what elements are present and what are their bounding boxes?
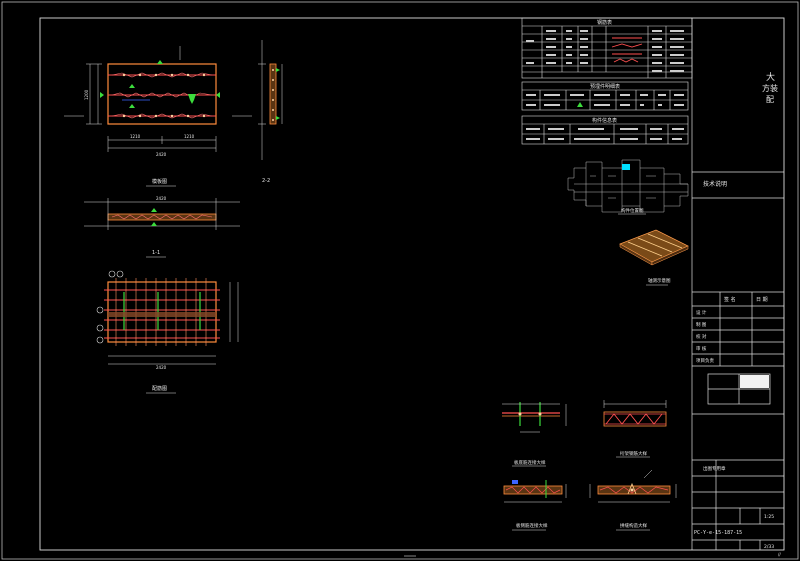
rebar-table — [521, 17, 693, 79]
detail-a-title: 板底筋连接大样 — [514, 459, 546, 466]
spec-label: 技术说明 — [703, 180, 727, 188]
plan-dim-height: 1200 — [84, 89, 89, 100]
detail-b — [503, 480, 567, 503]
row-label-5: 项目负责 — [696, 357, 714, 364]
grid-bubble-1 — [96, 324, 104, 332]
section-1-dim: 2420 — [156, 196, 167, 201]
row-label-4: 审 核 — [696, 345, 707, 352]
embed-table-marker-icon — [577, 102, 583, 107]
sign-header: 签 名 — [724, 296, 736, 303]
detail-d-title: 拼缝构造大样 — [620, 522, 647, 529]
grid-bubble-3 — [96, 306, 104, 314]
brand-char-2: 方 — [762, 83, 770, 93]
embed-table-cells — [526, 94, 684, 106]
axonometric-label: 轴测示意图 — [648, 277, 671, 284]
location-plan — [567, 159, 689, 213]
embed-table — [521, 81, 689, 111]
rebar-dim-bottom: 2420 — [156, 365, 167, 370]
detail-d — [589, 469, 677, 503]
grid-bubble-a — [108, 270, 116, 278]
section-1-title: 1-1 — [152, 250, 160, 256]
rebar-table-title: 钢筋表 — [597, 19, 612, 26]
title-block — [691, 18, 784, 550]
component-table — [521, 115, 689, 145]
brand-char-1: 大 — [766, 71, 775, 83]
rebar-table-cells — [526, 30, 684, 72]
component-table-title: 构件信息表 — [592, 117, 617, 124]
stamp-filled-cell — [740, 375, 769, 388]
section-2-title: 2-2 — [262, 178, 270, 184]
grid-bubble-b — [116, 270, 124, 278]
plan-view-dimensions — [64, 46, 252, 152]
date-header: 日 期 — [756, 297, 768, 303]
section-1-view — [84, 198, 240, 230]
plan-view — [100, 60, 220, 125]
title-block-row-labels: 设 计 制 图 校 对 审 核 项目负责 — [696, 309, 714, 364]
plan-dim-left: 1210 — [130, 134, 141, 139]
lifting-point-icon — [188, 94, 196, 104]
section-2-view — [258, 40, 283, 160]
rebar-view — [96, 270, 239, 365]
grid-bubble-2 — [96, 336, 104, 344]
page-corner-mark: // — [778, 552, 781, 557]
row-label-2: 制 图 — [696, 321, 707, 328]
detail-c — [603, 400, 667, 427]
plan-dim-total: 2420 — [156, 152, 167, 157]
rebar-view-title: 配筋图 — [152, 385, 167, 392]
row-label-3: 校 对 — [696, 333, 707, 340]
plan-dim-right: 1210 — [184, 134, 195, 139]
rebar-table-shapes — [611, 37, 643, 63]
axonometric-panel — [619, 229, 689, 266]
drawing-number: PC-Y-e-15-187-15 — [694, 530, 742, 536]
scale-value: 1:25 — [764, 514, 774, 520]
location-highlight — [622, 164, 630, 170]
stamp-caption: 出图专用章 — [703, 465, 726, 472]
stamp-grid — [707, 373, 771, 405]
sheet-inner-frame — [39, 17, 785, 551]
detail-c-title: 桁架钢筋大样 — [620, 450, 647, 457]
brand-char-4: 配 — [766, 95, 774, 104]
detail-a — [502, 402, 567, 433]
row-label-1: 设 计 — [696, 309, 707, 316]
brand-char-3: 装 — [770, 83, 778, 93]
detail-b-title: 板侧筋连接大样 — [516, 522, 548, 529]
embed-table-title: 预埋件明细表 — [590, 83, 620, 90]
component-table-cells — [526, 128, 684, 140]
location-plan-label: 构件位置图 — [621, 207, 644, 214]
page-value: 2/33 — [764, 544, 774, 550]
plan-view-title: 模板图 — [152, 178, 167, 185]
